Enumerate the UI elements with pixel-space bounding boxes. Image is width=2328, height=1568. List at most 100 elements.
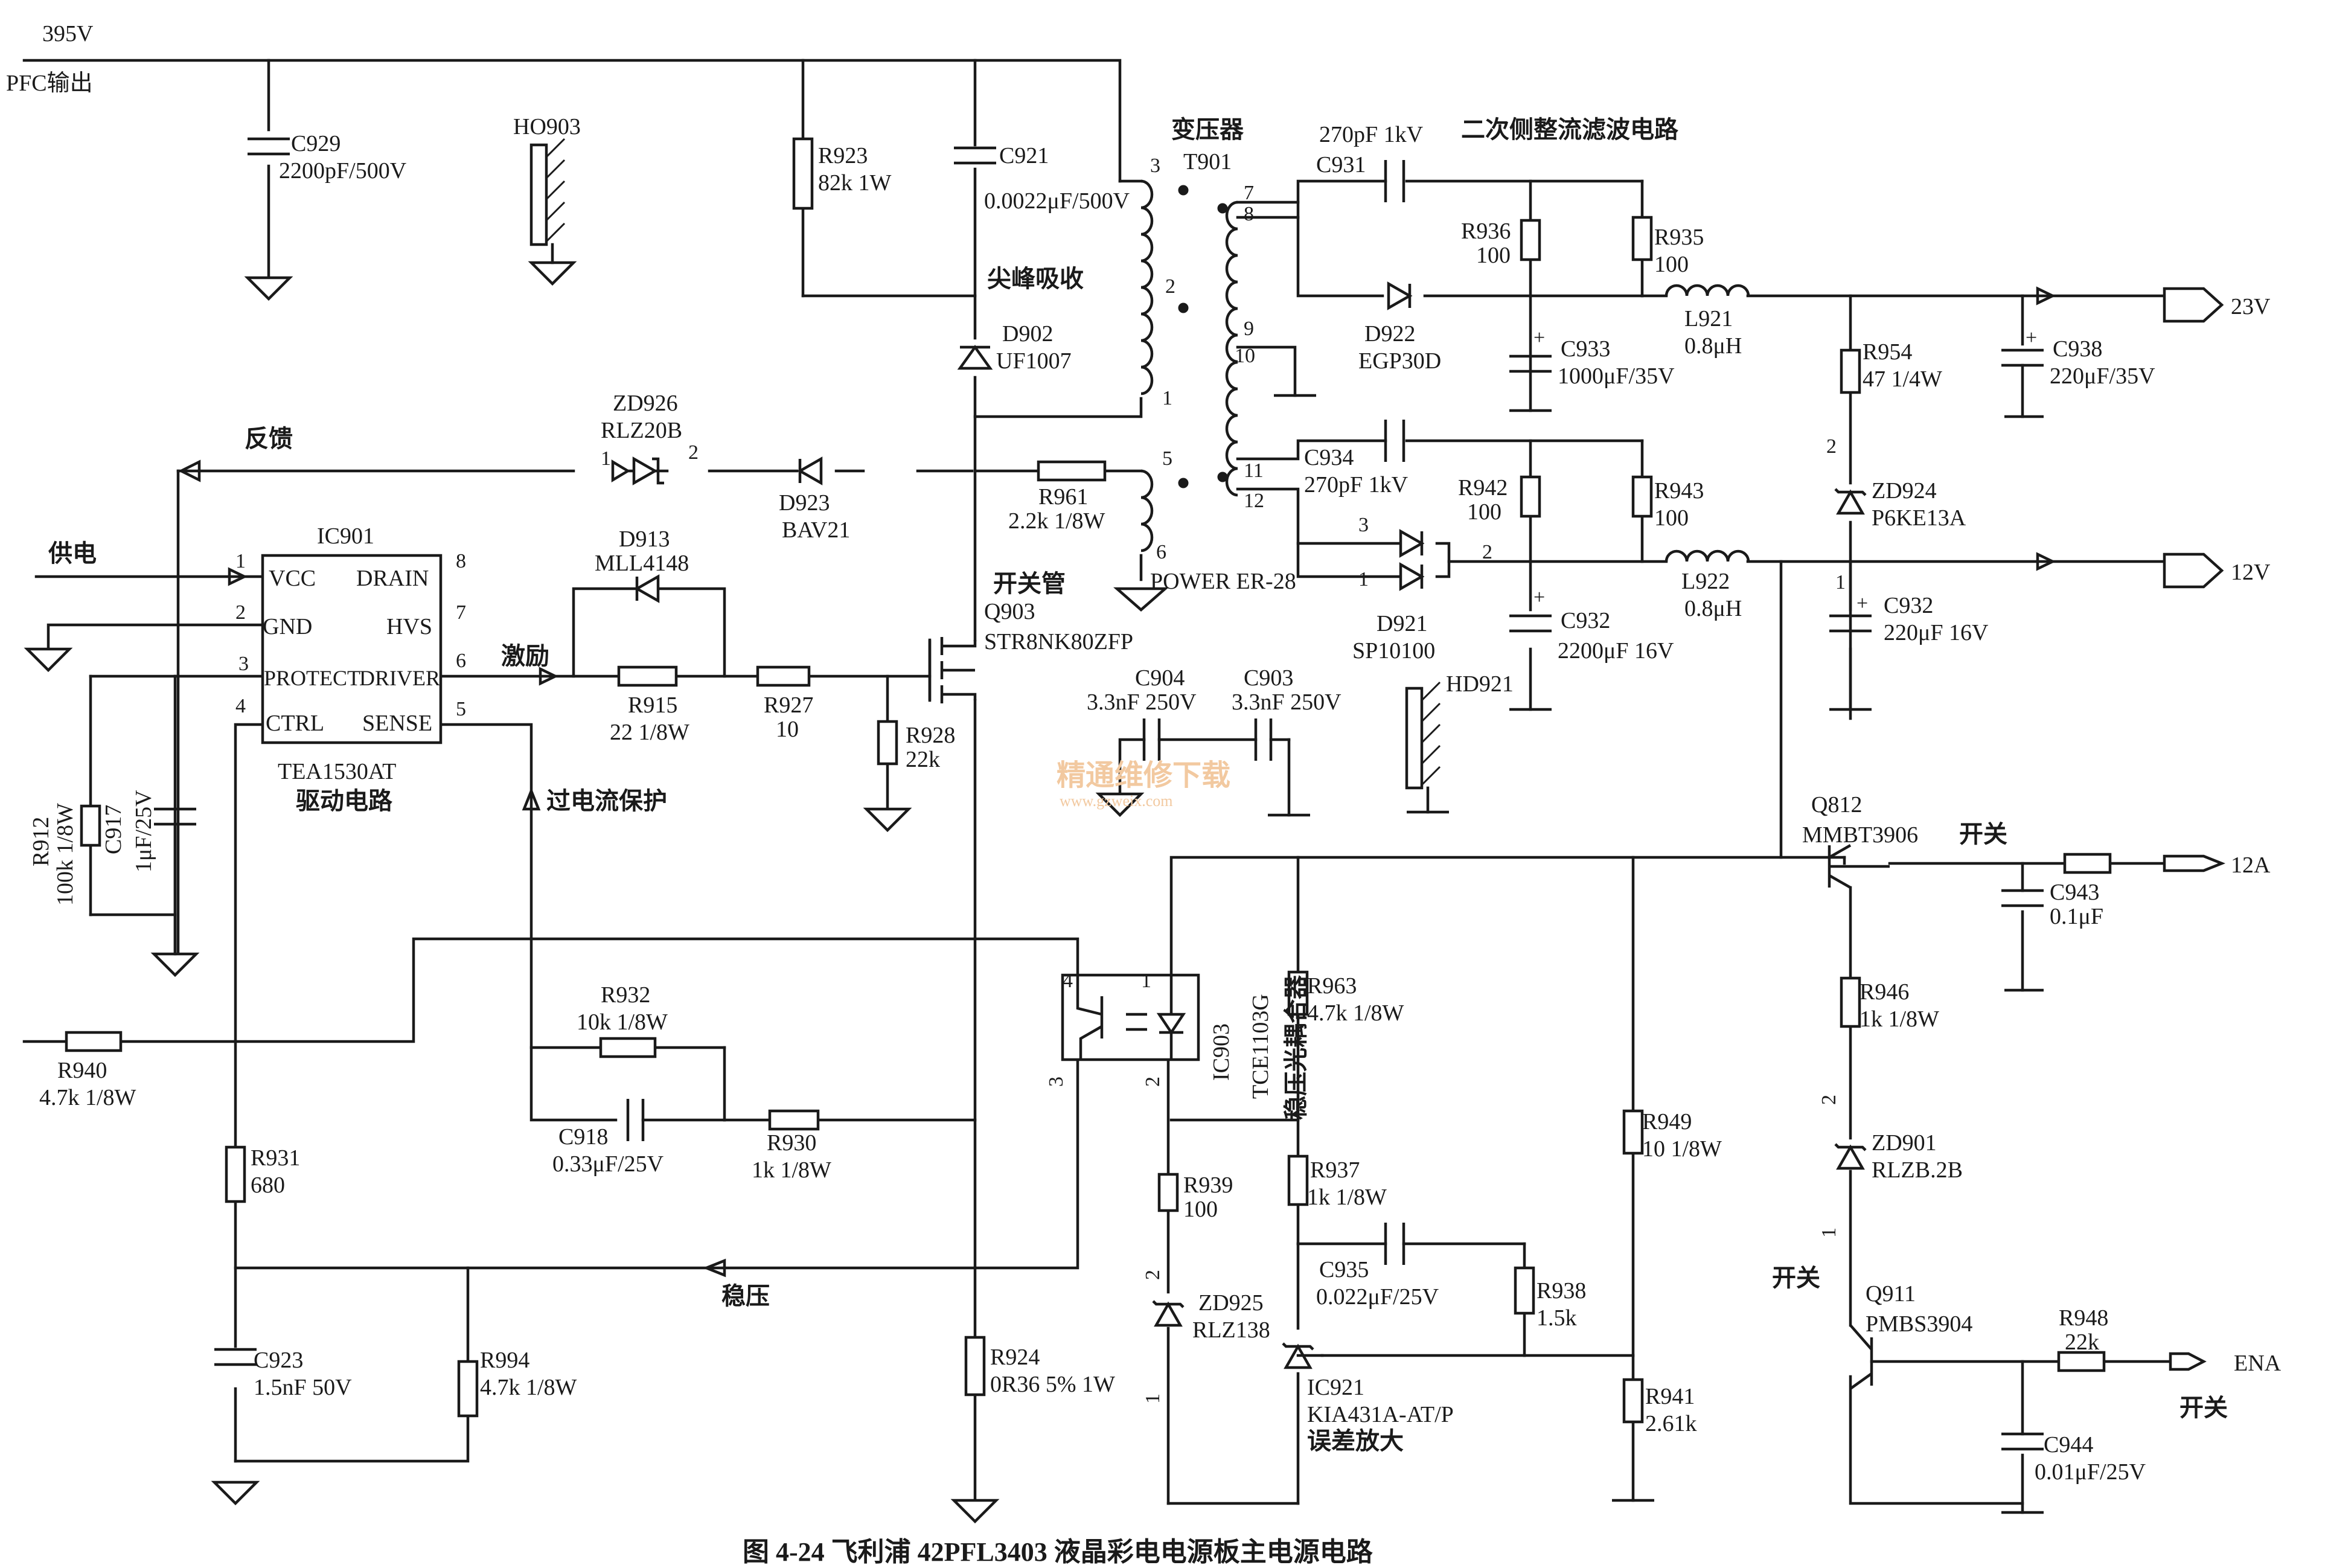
r930-value: 1k 1/8W: [752, 1157, 831, 1183]
r940-value: 4.7k 1/8W: [39, 1085, 136, 1110]
signal-arrow: [611, 459, 629, 482]
net-power-supply: 供电: [48, 540, 97, 567]
q903-part: STR8NK80ZFP: [984, 629, 1133, 654]
r915-ref: R915: [628, 693, 677, 718]
t901-pin: 5: [1162, 447, 1172, 470]
ic901-pin-num: 6: [456, 650, 466, 672]
ic903-ref: IC903: [1209, 1023, 1234, 1081]
q903-ref: Q903: [984, 599, 1035, 624]
r961-ref: R961: [1038, 484, 1088, 510]
d913-value: MLL4148: [595, 551, 689, 576]
l921-value: 0.8μH: [1684, 333, 1742, 359]
net-12a: 12A: [2231, 853, 2271, 878]
net-switch-a: 开关: [1959, 821, 2007, 848]
r923-symbol: [792, 137, 814, 210]
r935-symbol: [1631, 216, 1653, 261]
connector-12v: [2163, 552, 2224, 589]
r932-value: 10k 1/8W: [577, 1010, 668, 1035]
output-connectors: [180, 286, 2226, 1371]
t901-pin: 9: [1244, 318, 1254, 340]
t901-pin: 6: [1156, 541, 1166, 563]
t901-ref: T901: [1183, 149, 1232, 174]
net-23v: 23V: [2231, 294, 2271, 319]
connector-12a: [2163, 854, 2226, 872]
c933-plus: +: [1533, 327, 1545, 349]
r939-value: 100: [1183, 1197, 1218, 1222]
figure-caption: 图 4-24 飞利浦 42PFL3403 液晶彩电电源板主电源电路: [743, 1537, 1373, 1567]
c918-value: 0.33μF/25V: [552, 1151, 664, 1177]
r915-symbol: [617, 665, 678, 687]
c944-value: 0.01μF/25V: [2035, 1459, 2146, 1485]
r942-ref: R942: [1458, 475, 1508, 501]
c932a-plus: +: [1533, 586, 1545, 609]
zd925-ref: ZD925: [1198, 1290, 1264, 1316]
c943-value: 0.1μF: [2050, 904, 2103, 929]
c929-ref: C929: [291, 131, 341, 156]
c903-value: 3.3nF 250V: [1232, 690, 1341, 715]
c923-value: 1.5nF 50V: [254, 1375, 352, 1400]
t901-pin: 7: [1244, 182, 1254, 204]
r949-symbol: [1622, 1109, 1644, 1155]
ground-symbols: [24, 261, 2044, 1524]
r932-symbol: [599, 1037, 657, 1058]
resistors: [65, 137, 2112, 1424]
zd901-pin: 1: [1818, 1227, 1840, 1238]
r942-value: 100: [1467, 499, 1501, 525]
ic901-pin-num: 4: [235, 695, 246, 717]
r943-symbol: [1631, 475, 1653, 518]
ic903-optocoupler: [1061, 973, 1200, 1061]
net-excitation: 激励: [501, 642, 549, 670]
net-regulation: 稳压: [721, 1282, 770, 1310]
ic901-body: [261, 554, 443, 744]
r946-ref: R946: [1860, 979, 1909, 1005]
zd925-value: RLZ138: [1192, 1317, 1270, 1343]
r924-ref: R924: [990, 1345, 1040, 1370]
ic903-pin: 4: [1063, 970, 1073, 992]
error-amp-label: 误差放大: [1307, 1427, 1404, 1454]
d913-symbol: [634, 574, 660, 603]
r949-value: 10 1/8W: [1642, 1136, 1722, 1162]
r912-ref: R912: [28, 817, 54, 866]
r932-ref: R932: [601, 982, 650, 1008]
ic901-pin-name: HVS: [386, 614, 432, 639]
r954-symbol: [1840, 348, 1861, 394]
secondary-title: 二次侧整流滤波电路: [1461, 116, 1679, 143]
zd924-symbol: [1836, 489, 1865, 515]
net-pfc-out: PFC输出: [6, 71, 93, 96]
net-ena: ENA: [2234, 1351, 2282, 1376]
c932a-value: 2200μF 16V: [1558, 638, 1674, 664]
q812-transistor: [1828, 844, 1890, 889]
ic901-pin-num: 3: [238, 653, 249, 675]
r994-symbol: [457, 1360, 479, 1418]
c938-value: 220μF/35V: [2050, 363, 2155, 389]
zd926-symbol: [632, 456, 658, 485]
ic901-pin-num: 8: [456, 550, 466, 572]
r939-symbol: [1157, 1173, 1179, 1212]
d921-pin: 3: [1358, 514, 1369, 536]
r942-symbol: [1520, 475, 1541, 518]
zd925-pin: 1: [1142, 1394, 1164, 1404]
r948-value: 22k: [2065, 1330, 2099, 1355]
net-switch-c: 开关: [2179, 1394, 2228, 1421]
c932b-value: 220μF 16V: [1884, 620, 1989, 645]
c944-ref: C944: [2044, 1432, 2093, 1458]
d902-symbol: [957, 345, 993, 370]
q903-mosfet: [928, 637, 977, 703]
ic901-pin-name: PROTECT: [264, 666, 360, 690]
diodes: [632, 281, 1867, 1369]
t901-pin: 8: [1244, 203, 1254, 225]
drive-circuit-label: 驱动电路: [296, 787, 393, 814]
wiring: [22, 59, 2172, 1514]
r961-value: 2.2k 1/8W: [1008, 508, 1105, 534]
l922-ref: L922: [1681, 569, 1730, 594]
l921-symbol: [1664, 284, 1750, 296]
ic903-pin: 2: [1142, 1077, 1164, 1087]
l922-symbol: [1664, 549, 1750, 562]
t901-pin: 12: [1244, 490, 1264, 512]
heatsink-hd921: [1405, 681, 1441, 814]
d921-value: SP10100: [1352, 638, 1435, 664]
r994-ref: R994: [480, 1348, 529, 1373]
ic901-pin-num: 7: [456, 601, 466, 624]
r949-ref: R949: [1642, 1109, 1692, 1134]
r927-symbol: [756, 665, 811, 687]
